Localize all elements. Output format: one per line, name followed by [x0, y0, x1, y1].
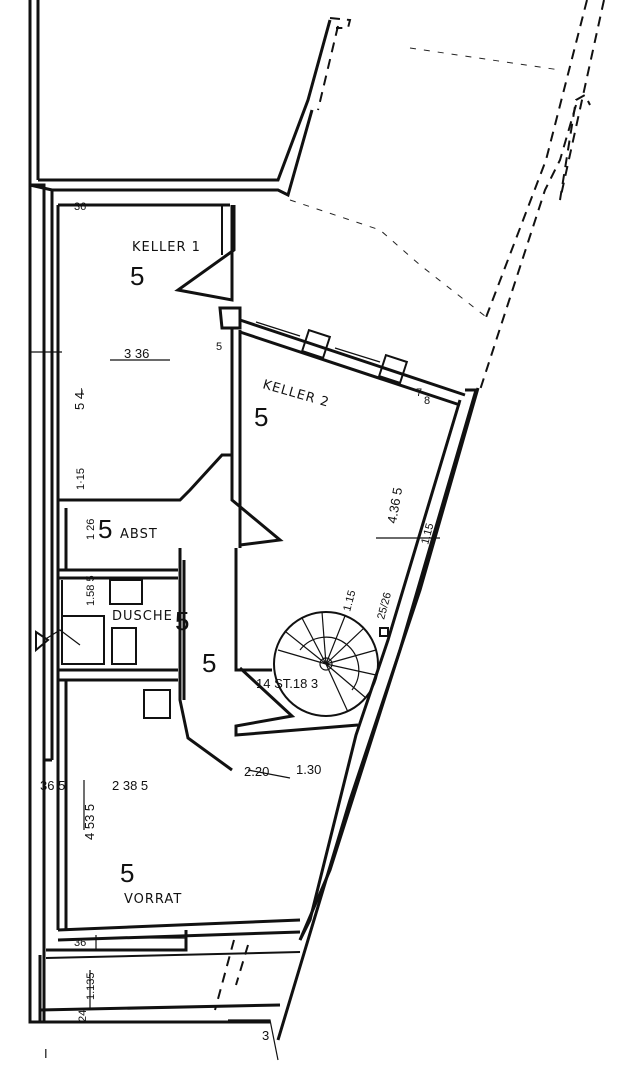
- south-strip: [38, 951, 301, 1061]
- vorrat-walls: [46, 680, 301, 952]
- keller1-depth: 5 4̶̵: [72, 388, 87, 410]
- dim-36-left: 36 5: [40, 778, 65, 793]
- corridor-walls: [178, 548, 359, 772]
- keller2-name: KELLER 2: [261, 377, 331, 410]
- dusche-name: DUSCHE: [112, 609, 173, 624]
- keller2-length: 4.36 5: [384, 486, 405, 524]
- keller2-west-wall: [234, 330, 272, 672]
- keller2-north-wall: [239, 318, 466, 407]
- sheet-mark: I: [44, 1046, 48, 1061]
- dim-8: 8: [424, 395, 430, 407]
- dim-115: 1·15: [75, 468, 87, 490]
- stair-label: 14 ST.18 3: [256, 676, 318, 691]
- vorrat-width: 2 38 5: [112, 778, 148, 793]
- spiral-stair: [273, 611, 389, 717]
- vorrat-depth: 4 53 5: [82, 804, 97, 840]
- keller1-level: 5: [130, 261, 144, 291]
- dim-130: 1.30: [296, 762, 321, 777]
- dim-3: 3: [262, 1028, 269, 1043]
- stair-dim-small: 1.15: [341, 589, 358, 613]
- dim-220: 2.20: [244, 764, 269, 779]
- dim-5-keller1: 5: [216, 341, 222, 353]
- dimension-lines: [30, 351, 440, 1010]
- keller1-width: 3 36: [124, 346, 149, 361]
- vorrat-level: 5: [120, 858, 134, 888]
- site-boundary: [214, 0, 605, 1011]
- keller1-name: KELLER 1: [132, 240, 201, 255]
- bath-block: [35, 500, 178, 930]
- east-wall: [276, 387, 480, 1041]
- dim-36-bottom: 36: [74, 937, 86, 949]
- west-wall: [28, 0, 54, 1024]
- abst-name: ABST: [120, 527, 158, 542]
- corridor-level: 5: [202, 648, 216, 678]
- north-wall: [29, 19, 332, 500]
- dim-24: 24: [77, 1010, 89, 1022]
- stair-dim: 25/26: [375, 591, 394, 621]
- dim-115b: 1.15: [419, 522, 436, 546]
- keller1-walls: [58, 205, 284, 547]
- abst-level: 5: [98, 514, 112, 544]
- dim-126: 1 26: [85, 519, 97, 540]
- dim-158: 1.58 5: [85, 575, 97, 606]
- dim-7: 7: [416, 387, 422, 399]
- dim-36-top: 36: [74, 201, 86, 213]
- dusche-level: 5: [175, 606, 189, 636]
- vorrat-name: VORRAT: [124, 892, 182, 907]
- keller2-level: 5: [254, 402, 268, 432]
- dim-1135: 1.135: [85, 972, 97, 1000]
